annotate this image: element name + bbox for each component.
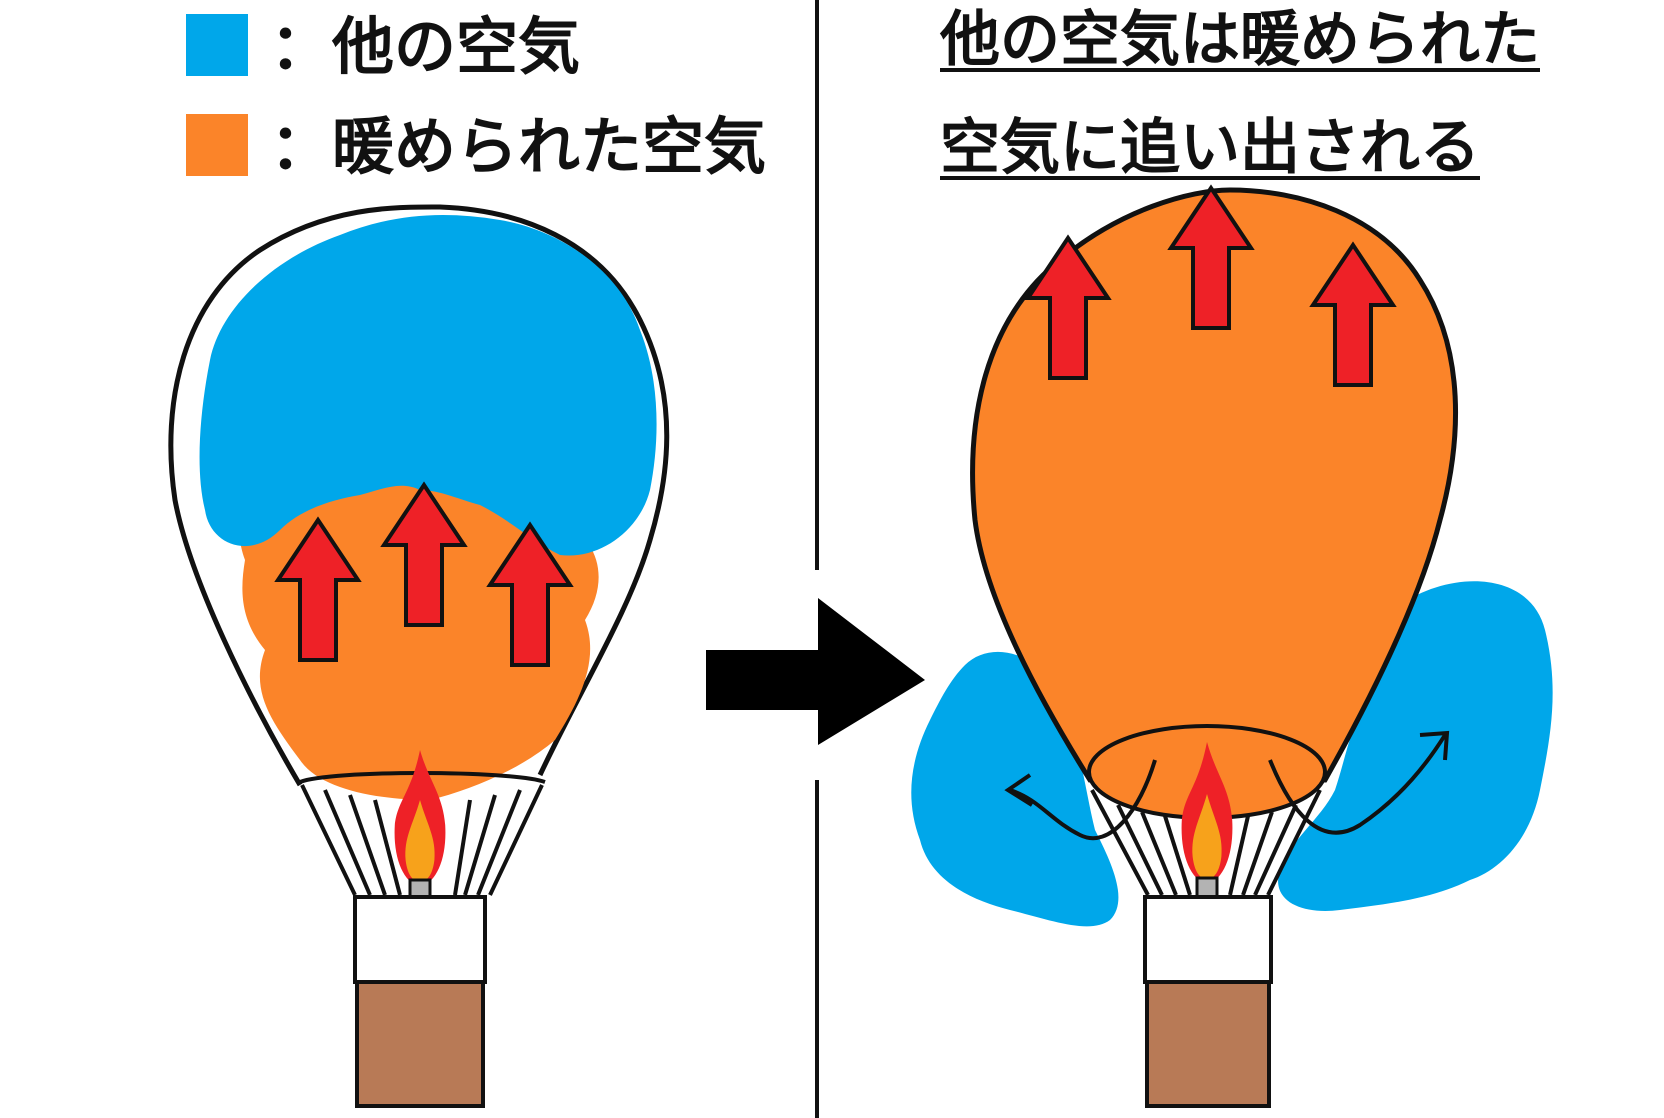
right-flow-arrowhead-right [1419,730,1450,761]
right-basket [1145,980,1271,1108]
left-other-air [199,215,657,556]
right-flow-arrow-left [1009,759,1157,841]
legend-swatch-other-air [186,14,248,76]
right-flow-arrow-right [1268,733,1447,835]
right-basket-top [1143,895,1273,984]
left-basket [355,980,485,1108]
caption-line-1: 他の空気は暖められた [940,5,1540,75]
legend-swatch-warm-air [186,114,248,176]
caption-line-2: 空気に追い出される [940,113,1480,183]
left-ropes [300,784,544,896]
transition-arrow [706,598,925,745]
right-flow-arrowhead-left [1004,773,1034,807]
legend-label-warm-air: ：暖められた空気 [270,110,767,183]
legend-label-other-air: ：他の空気 [270,10,581,83]
right-balloon [911,186,1553,1108]
left-basket-top [353,895,487,984]
left-balloon [168,204,670,1108]
right-other-air-right [1278,581,1553,911]
